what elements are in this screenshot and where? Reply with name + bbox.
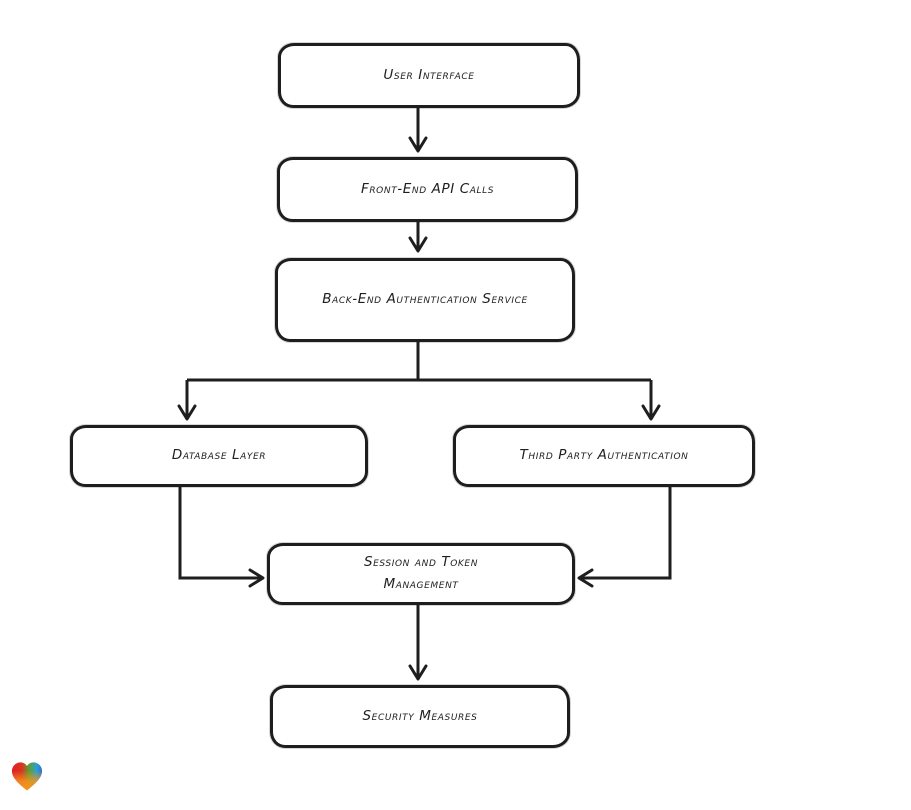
node-label: Front-End API Calls bbox=[360, 180, 495, 197]
node-label: Third Party Authentication bbox=[519, 447, 689, 464]
node-label: Back-End Authentication Service bbox=[322, 291, 528, 308]
edge-database-to-session bbox=[178, 486, 265, 588]
node-label: Security Measures bbox=[362, 707, 478, 724]
node-label: User Interface bbox=[383, 66, 475, 83]
node-back-end-authentication-service: Back-End Authentication Service bbox=[275, 258, 575, 342]
node-session-and-token-management: Session and Token Management bbox=[267, 543, 575, 605]
node-third-party-authentication: Third Party Authentication bbox=[453, 425, 755, 487]
node-label: Database Layer bbox=[171, 447, 267, 464]
node-front-end-api-calls: Front-End API Calls bbox=[277, 157, 578, 222]
node-database-layer: Database Layer bbox=[70, 425, 368, 487]
node-user-interface: User Interface bbox=[278, 43, 580, 108]
node-label: Session and Token Management bbox=[363, 554, 479, 592]
edge-thirdparty-to-session bbox=[577, 486, 672, 588]
heart-logo-icon[interactable] bbox=[10, 760, 44, 792]
node-security-measures: Security Measures bbox=[270, 685, 570, 748]
